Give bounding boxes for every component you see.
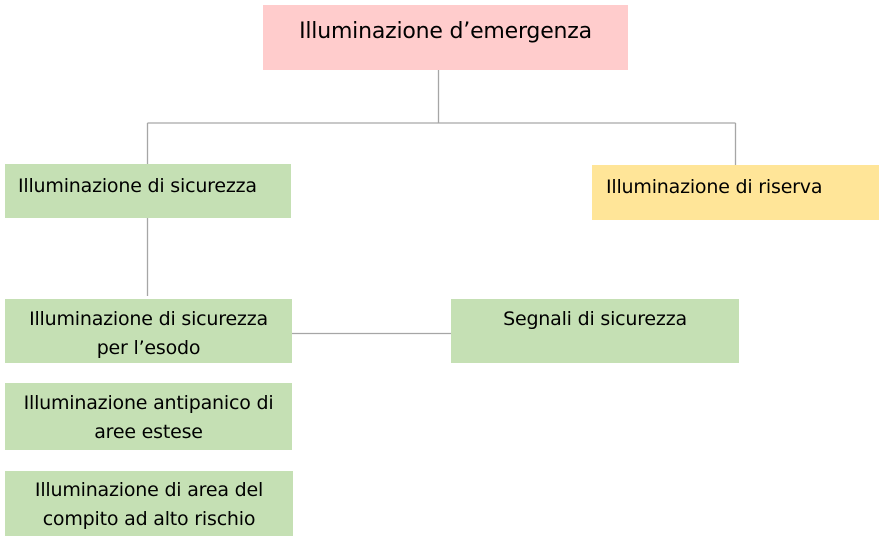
- node-label-line-2: per l’esodo: [96, 337, 201, 359]
- node-label-line-1: Illuminazione di sicurezza: [29, 308, 268, 330]
- node-label: Illuminazione di riserva: [606, 176, 823, 198]
- node-segnali-sicurezza: Segnali di sicurezza: [451, 299, 739, 363]
- node-illuminazione-esodo: Illuminazione di sicurezza per l’esodo: [5, 299, 292, 363]
- node-illuminazione-compito: Illuminazione di area del compito ad alt…: [5, 471, 293, 536]
- node-illuminazione-sicurezza: Illuminazione di sicurezza: [5, 164, 291, 218]
- node-illuminazione-antipanico: Illuminazione antipanico di aree estese: [5, 383, 292, 450]
- node-label: Illuminazione d’emergenza: [299, 19, 592, 44]
- node-label: Illuminazione di sicurezza: [18, 175, 257, 197]
- node-label: Illuminazione di area del compito ad alt…: [35, 476, 263, 536]
- node-label-line-1: Illuminazione di area del: [34, 479, 264, 501]
- node-label-line-2: aree estese: [94, 421, 203, 443]
- node-label-line-1: Illuminazione antipanico di: [23, 392, 274, 414]
- node-label-line-2: compito ad alto rischio: [42, 508, 256, 530]
- node-label: Illuminazione di sicurezza per l’esodo: [29, 305, 268, 363]
- node-illuminazione-riserva: Illuminazione di riserva: [592, 165, 879, 220]
- node-label: Segnali di sicurezza: [503, 308, 687, 330]
- node-illuminazione-emergenza: Illuminazione d’emergenza: [263, 5, 628, 70]
- node-label: Illuminazione antipanico di aree estese: [24, 389, 274, 450]
